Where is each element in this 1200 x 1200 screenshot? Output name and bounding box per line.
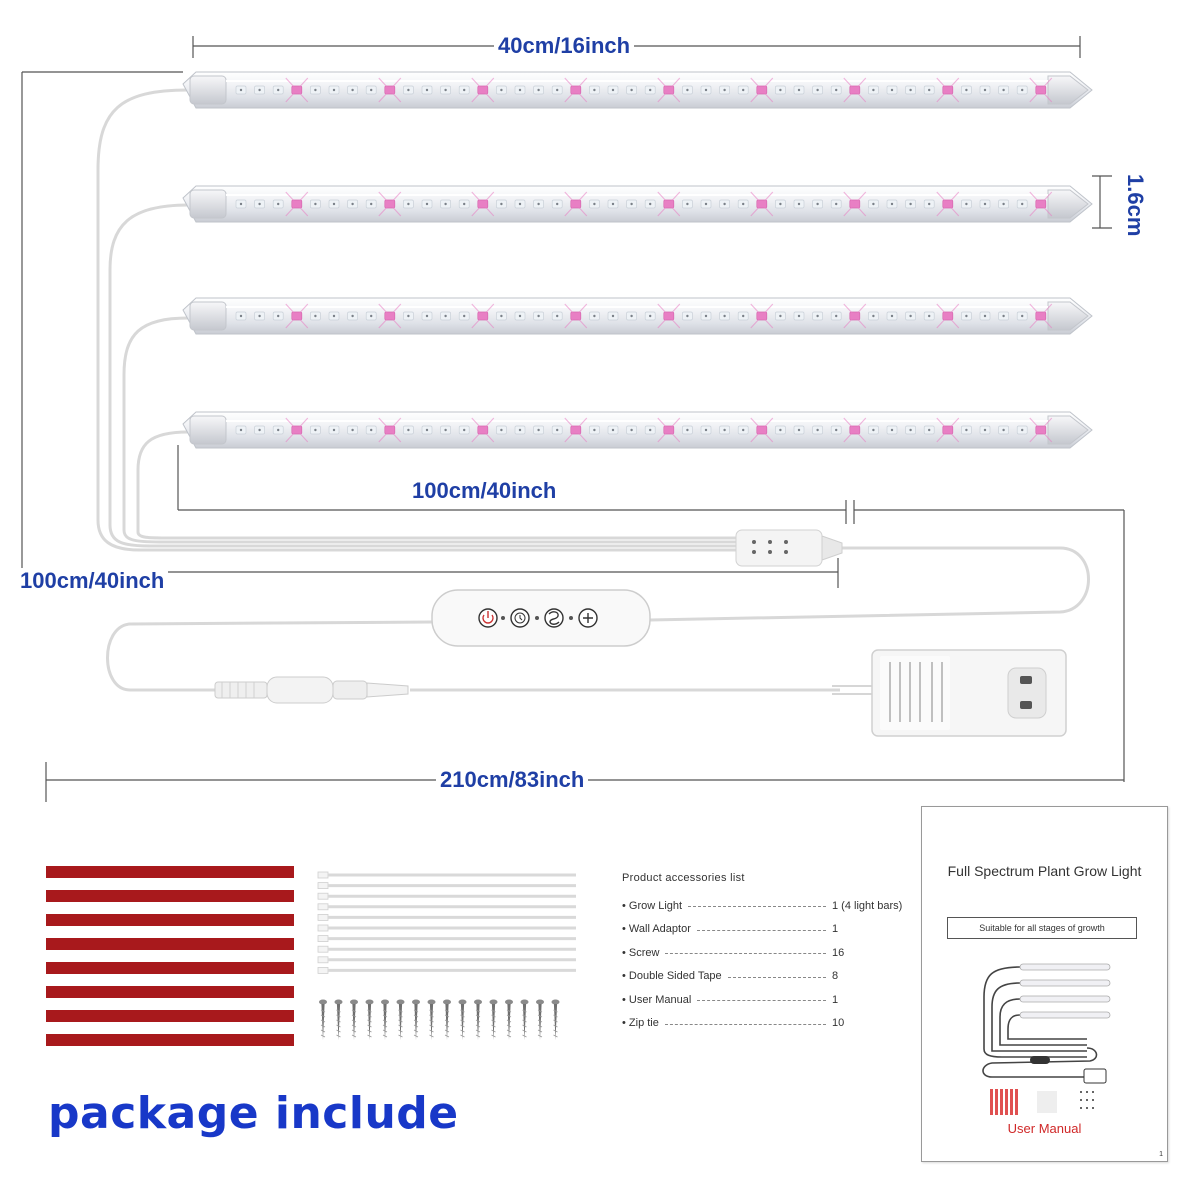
screw: [458, 999, 467, 1040]
zip-tie: [317, 956, 576, 964]
tape-strip: [46, 1034, 294, 1046]
package-title: package include: [48, 1088, 459, 1139]
zip-tie: [317, 935, 576, 942]
tape-strip: [46, 914, 294, 926]
zip-tie: [317, 914, 576, 921]
manual-title: Full Spectrum Plant Grow Light: [947, 863, 1142, 879]
zip-tie: [317, 945, 576, 953]
screw: [474, 999, 482, 1040]
manual-footer: User Manual: [1007, 1121, 1082, 1136]
accessory-qty: 1: [832, 993, 839, 1006]
screw: [551, 999, 560, 1040]
accessory-qty: 10: [832, 1017, 845, 1030]
zip-ties: [317, 871, 576, 974]
wall-adaptor: [832, 649, 1067, 737]
tape-strip: [46, 1010, 294, 1022]
screw: [505, 999, 513, 1040]
total-length-label: 210cm/83inch: [436, 767, 589, 793]
accessory-leader: [697, 1000, 826, 1002]
accessory-name: • Grow Light: [622, 899, 683, 912]
light-bar: [182, 71, 1093, 109]
accessory-item: • Double Sided Tape 8: [622, 965, 912, 989]
manual-illustration: [982, 963, 1111, 1115]
mode-icon: [544, 608, 564, 628]
timer-icon: [510, 608, 530, 628]
user-manual: Full Spectrum Plant Grow Light Suitable …: [921, 806, 1168, 1162]
accessory-name: • Double Sided Tape: [622, 970, 722, 983]
accessory-name: • Wall Adaptor: [622, 923, 691, 936]
accessory-qty: 1 (4 light bars): [832, 899, 903, 912]
screw: [427, 999, 436, 1040]
screw: [365, 999, 374, 1040]
tape-strip: [46, 890, 294, 902]
accessory-item: • Wall Adaptor 1: [622, 918, 912, 942]
plug-icon: [1007, 667, 1047, 719]
screw: [381, 999, 389, 1040]
light-bar: [182, 411, 1093, 449]
zip-tie: [317, 882, 576, 889]
accessory-name: • Zip tie: [622, 1017, 659, 1030]
zip-tie: [317, 871, 576, 879]
power-icon: [478, 608, 498, 628]
splitter-connector: [735, 529, 843, 567]
screw: [396, 999, 405, 1040]
accessory-item: • Screw 16: [622, 941, 912, 965]
zip-tie: [317, 903, 576, 911]
screw: [319, 999, 327, 1040]
bar-length-label: 40cm/16inch: [494, 33, 635, 59]
screw: [489, 999, 498, 1040]
accessory-name: • User Manual: [622, 993, 692, 1006]
zip-tie: [317, 967, 576, 974]
zip-tie: [317, 924, 576, 932]
light-bar: [182, 185, 1093, 223]
screw: [334, 999, 343, 1040]
screw: [412, 999, 420, 1040]
accessory-leader: [696, 929, 826, 931]
tape-strip: [46, 962, 294, 974]
tape-strip: [46, 938, 294, 950]
splitter-cable-label: 100cm/40inch: [16, 568, 169, 594]
screw: [350, 999, 358, 1040]
screw: [520, 999, 529, 1040]
double-sided-tapes: [46, 866, 294, 1046]
screws: [319, 999, 560, 1040]
tape-strip: [46, 986, 294, 998]
dc-plug: [214, 676, 409, 704]
manual-subtitle: Suitable for all stages of growth: [947, 917, 1137, 939]
accessories-title: Product accessories list: [622, 872, 745, 884]
screw: [443, 999, 451, 1040]
zip-tie: [317, 892, 576, 900]
manual-page-number: 1: [1159, 1151, 1163, 1158]
light-bars: [182, 71, 1093, 449]
bar-height-label: 1.6cm: [1123, 174, 1148, 237]
brightness-icon: [578, 608, 598, 628]
accessory-leader: [727, 976, 826, 978]
accessory-qty: 16: [832, 946, 845, 959]
screw: [536, 999, 544, 1040]
accessory-leader: [664, 1023, 826, 1025]
accessories-list: Product accessories list • Grow Light 1 (…: [622, 872, 912, 1035]
light-bar: [182, 297, 1093, 335]
accessory-item: • User Manual 1: [622, 988, 912, 1012]
cable-length-label: 100cm/40inch: [408, 478, 561, 504]
accessory-qty: 8: [832, 970, 839, 983]
bar-cables: [96, 88, 1090, 692]
accessory-leader: [688, 906, 826, 908]
accessory-leader: [665, 953, 826, 955]
accessory-qty: 1: [832, 923, 839, 936]
accessory-item: • Grow Light 1 (4 light bars): [622, 894, 912, 918]
accessory-name: • Screw: [622, 946, 660, 959]
tape-strip: [46, 866, 294, 878]
controller: [431, 589, 651, 647]
accessory-item: • Zip tie 10: [622, 1012, 912, 1036]
